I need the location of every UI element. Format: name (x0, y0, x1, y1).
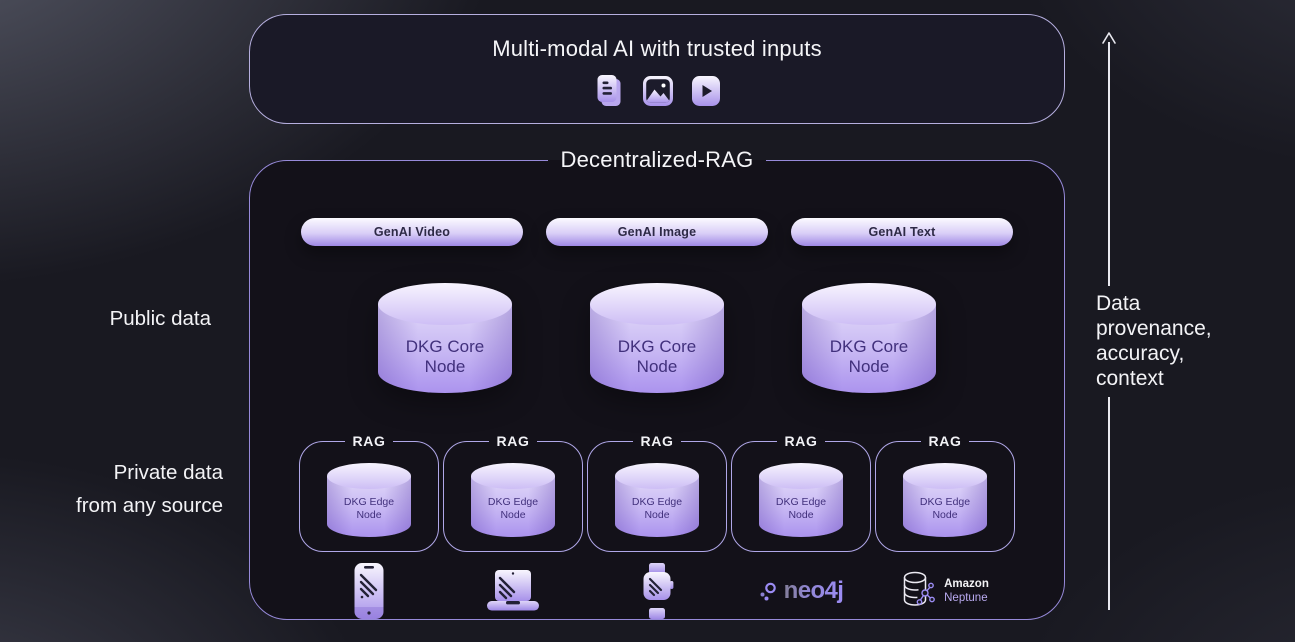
cylinder-top (615, 463, 699, 489)
multimodal-ai-panel: Multi-modal AI with trusted inputs (249, 14, 1065, 124)
source-smartphone (299, 560, 439, 622)
pill-label: GenAI Image (617, 225, 697, 239)
rag-group: RAG DKG Edge Node (587, 432, 727, 552)
dkg-edge-node-cylinder: DKG Edge Node (759, 463, 843, 537)
amazon-neptune-logo: Amazon Neptune (875, 560, 1015, 622)
decentralized-rag-panel: Decentralized-RAG GenAI Video GenAI Imag… (249, 147, 1065, 620)
private-data-line2: from any source (76, 494, 223, 517)
source-smartwatch (587, 560, 727, 622)
cylinder-top (590, 283, 724, 325)
rag-group: RAG DKG Edge Node (443, 432, 583, 552)
dkg-edge-node-cylinder: DKG Edge Node (615, 463, 699, 537)
cylinder-top (327, 463, 411, 489)
cylinder-top (903, 463, 987, 489)
genai-video-pill: GenAI Video (301, 218, 523, 246)
amazon-label: Amazon (944, 577, 989, 590)
rag-group: RAG DKG Edge Node (731, 432, 871, 552)
arrow-line-top-segment (1108, 42, 1110, 286)
rag-group-title: RAG (496, 433, 530, 449)
pill-label: GenAI Text (868, 225, 936, 239)
smartwatch-icon (643, 563, 674, 619)
neo4j-graph-icon (760, 582, 776, 601)
arrow-up-icon (1102, 32, 1116, 44)
annotation-line: accuracy, (1096, 342, 1185, 365)
annotation-line: provenance, (1096, 317, 1212, 340)
rag-group: RAG DKG Edge Node (875, 432, 1015, 552)
private-data-label: Private data from any source (0, 456, 223, 522)
video-icon (692, 76, 720, 106)
data-sources-row: neo4j (250, 560, 1064, 622)
cylinder-top (802, 283, 936, 325)
edge-node-label: DKG Edge Node (631, 496, 683, 522)
edge-node-label: DKG Edge Node (775, 496, 827, 522)
arrow-line-bottom-segment (1108, 397, 1110, 610)
rag-group-title: RAG (784, 433, 818, 449)
dkg-edge-node-cylinder: DKG Edge Node (903, 463, 987, 537)
genai-pills-row: GenAI Video GenAI Image GenAI Text (250, 218, 1064, 246)
genai-text-pill: GenAI Text (791, 218, 1013, 246)
dkg-edge-node-cylinder: DKG Edge Node (327, 463, 411, 537)
core-node-label: DKG Core Node (405, 337, 485, 377)
core-node-label: DKG Core Node (617, 337, 697, 377)
smartphone-icon (354, 563, 384, 619)
decentralized-rag-title: Decentralized-RAG (560, 147, 754, 172)
pill-label: GenAI Video (373, 225, 451, 239)
dkg-core-node-cylinder: DKG Core Node (802, 283, 936, 393)
edge-node-label: DKG Edge Node (919, 496, 971, 522)
data-provenance-annotation: Data provenance, accuracy, context (1096, 291, 1212, 391)
annotation-line: Data (1096, 292, 1141, 315)
rag-groups-row: RAG DKG Edge Node RAG DKG Edge Node RAG (250, 432, 1064, 552)
core-nodes-row: DKG Core Node DKG Core Node DKG Core Nod… (250, 283, 1064, 393)
neptune-label: Neptune (944, 592, 988, 604)
image-icon (643, 76, 673, 106)
rag-group-title: RAG (352, 433, 386, 449)
rag-group-title: RAG (640, 433, 674, 449)
annotation-line: context (1096, 367, 1164, 390)
cylinder-top (378, 283, 512, 325)
genai-image-pill: GenAI Image (546, 218, 768, 246)
source-laptop (443, 560, 583, 622)
public-data-label: Public data (109, 307, 211, 330)
laptop-icon (487, 570, 539, 611)
cylinder-top (471, 463, 555, 489)
modality-icons-row (250, 73, 1064, 109)
amazon-neptune-wordmark: Amazon Neptune (944, 577, 989, 606)
dkg-core-node-cylinder: DKG Core Node (378, 283, 512, 393)
dkg-edge-node-cylinder: DKG Edge Node (471, 463, 555, 537)
edge-node-label: DKG Edge Node (487, 496, 539, 522)
rag-group: RAG DKG Edge Node (299, 432, 439, 552)
document-icon (597, 75, 621, 106)
private-data-line1: Private data (113, 461, 223, 484)
core-node-label: DKG Core Node (829, 337, 909, 377)
neo4j-wordmark: neo4j (783, 577, 844, 604)
multimodal-ai-title: Multi-modal AI with trusted inputs (492, 36, 822, 61)
cylinder-top (759, 463, 843, 489)
dkg-core-node-cylinder: DKG Core Node (590, 283, 724, 393)
neo4j-logo: neo4j (731, 560, 871, 622)
database-graph-icon (903, 571, 936, 606)
rag-group-title: RAG (928, 433, 962, 449)
edge-node-label: DKG Edge Node (343, 496, 395, 522)
